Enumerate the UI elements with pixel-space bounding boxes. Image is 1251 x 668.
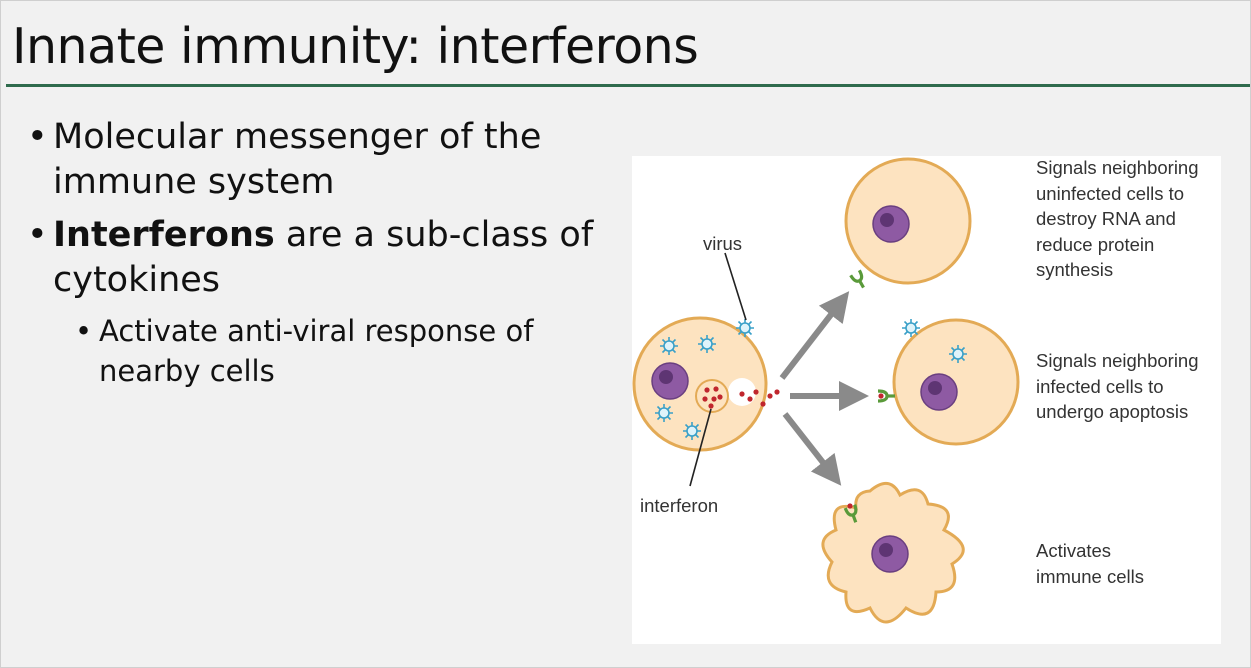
diagram-graphic xyxy=(632,157,1020,624)
bullet-item-2: • Interferons are a sub-class of cytokin… xyxy=(27,213,607,303)
infected-source-cell xyxy=(632,316,768,452)
uninfected-neighbor-cell xyxy=(844,157,972,292)
bullet-text: Activate anti-viral response of nearby c… xyxy=(99,314,534,388)
bullet-text: are a sub-class of cytokines xyxy=(53,215,594,300)
title-divider xyxy=(6,84,1250,87)
caption-uninfected: Signals neighboring uninfected cells to … xyxy=(1036,157,1199,280)
bullet-text: Molecular messenger of the immune system xyxy=(53,117,542,202)
virus-label: virus xyxy=(703,233,743,254)
bullet-marker: • xyxy=(27,117,48,157)
virus-icon xyxy=(735,318,755,338)
sub-bullet-item-1: • Activate anti-viral response of nearby… xyxy=(75,311,607,391)
bullet-bold-term: Interferons xyxy=(53,215,275,255)
signal-arrows xyxy=(779,291,869,486)
infected-neighbor-cell xyxy=(876,318,1020,446)
interferon-label: interferon xyxy=(640,495,719,516)
bullet-marker: • xyxy=(27,215,48,255)
bullet-marker: • xyxy=(75,314,93,348)
caption-infected: Signals neighboring infected cells to un… xyxy=(1036,350,1199,422)
immune-cell xyxy=(821,482,965,624)
interferon-diagram: virus interferon Signals neighboring uni… xyxy=(632,156,1221,644)
slide-title: Innate immunity: interferons xyxy=(12,18,699,75)
released-interferon xyxy=(739,389,780,407)
caption-immune: Activates immune cells xyxy=(1036,540,1144,587)
bullet-item-1: • Molecular messenger of the immune syst… xyxy=(27,115,607,205)
virus-icon xyxy=(901,318,921,338)
bullet-list: • Molecular messenger of the immune syst… xyxy=(27,115,607,391)
